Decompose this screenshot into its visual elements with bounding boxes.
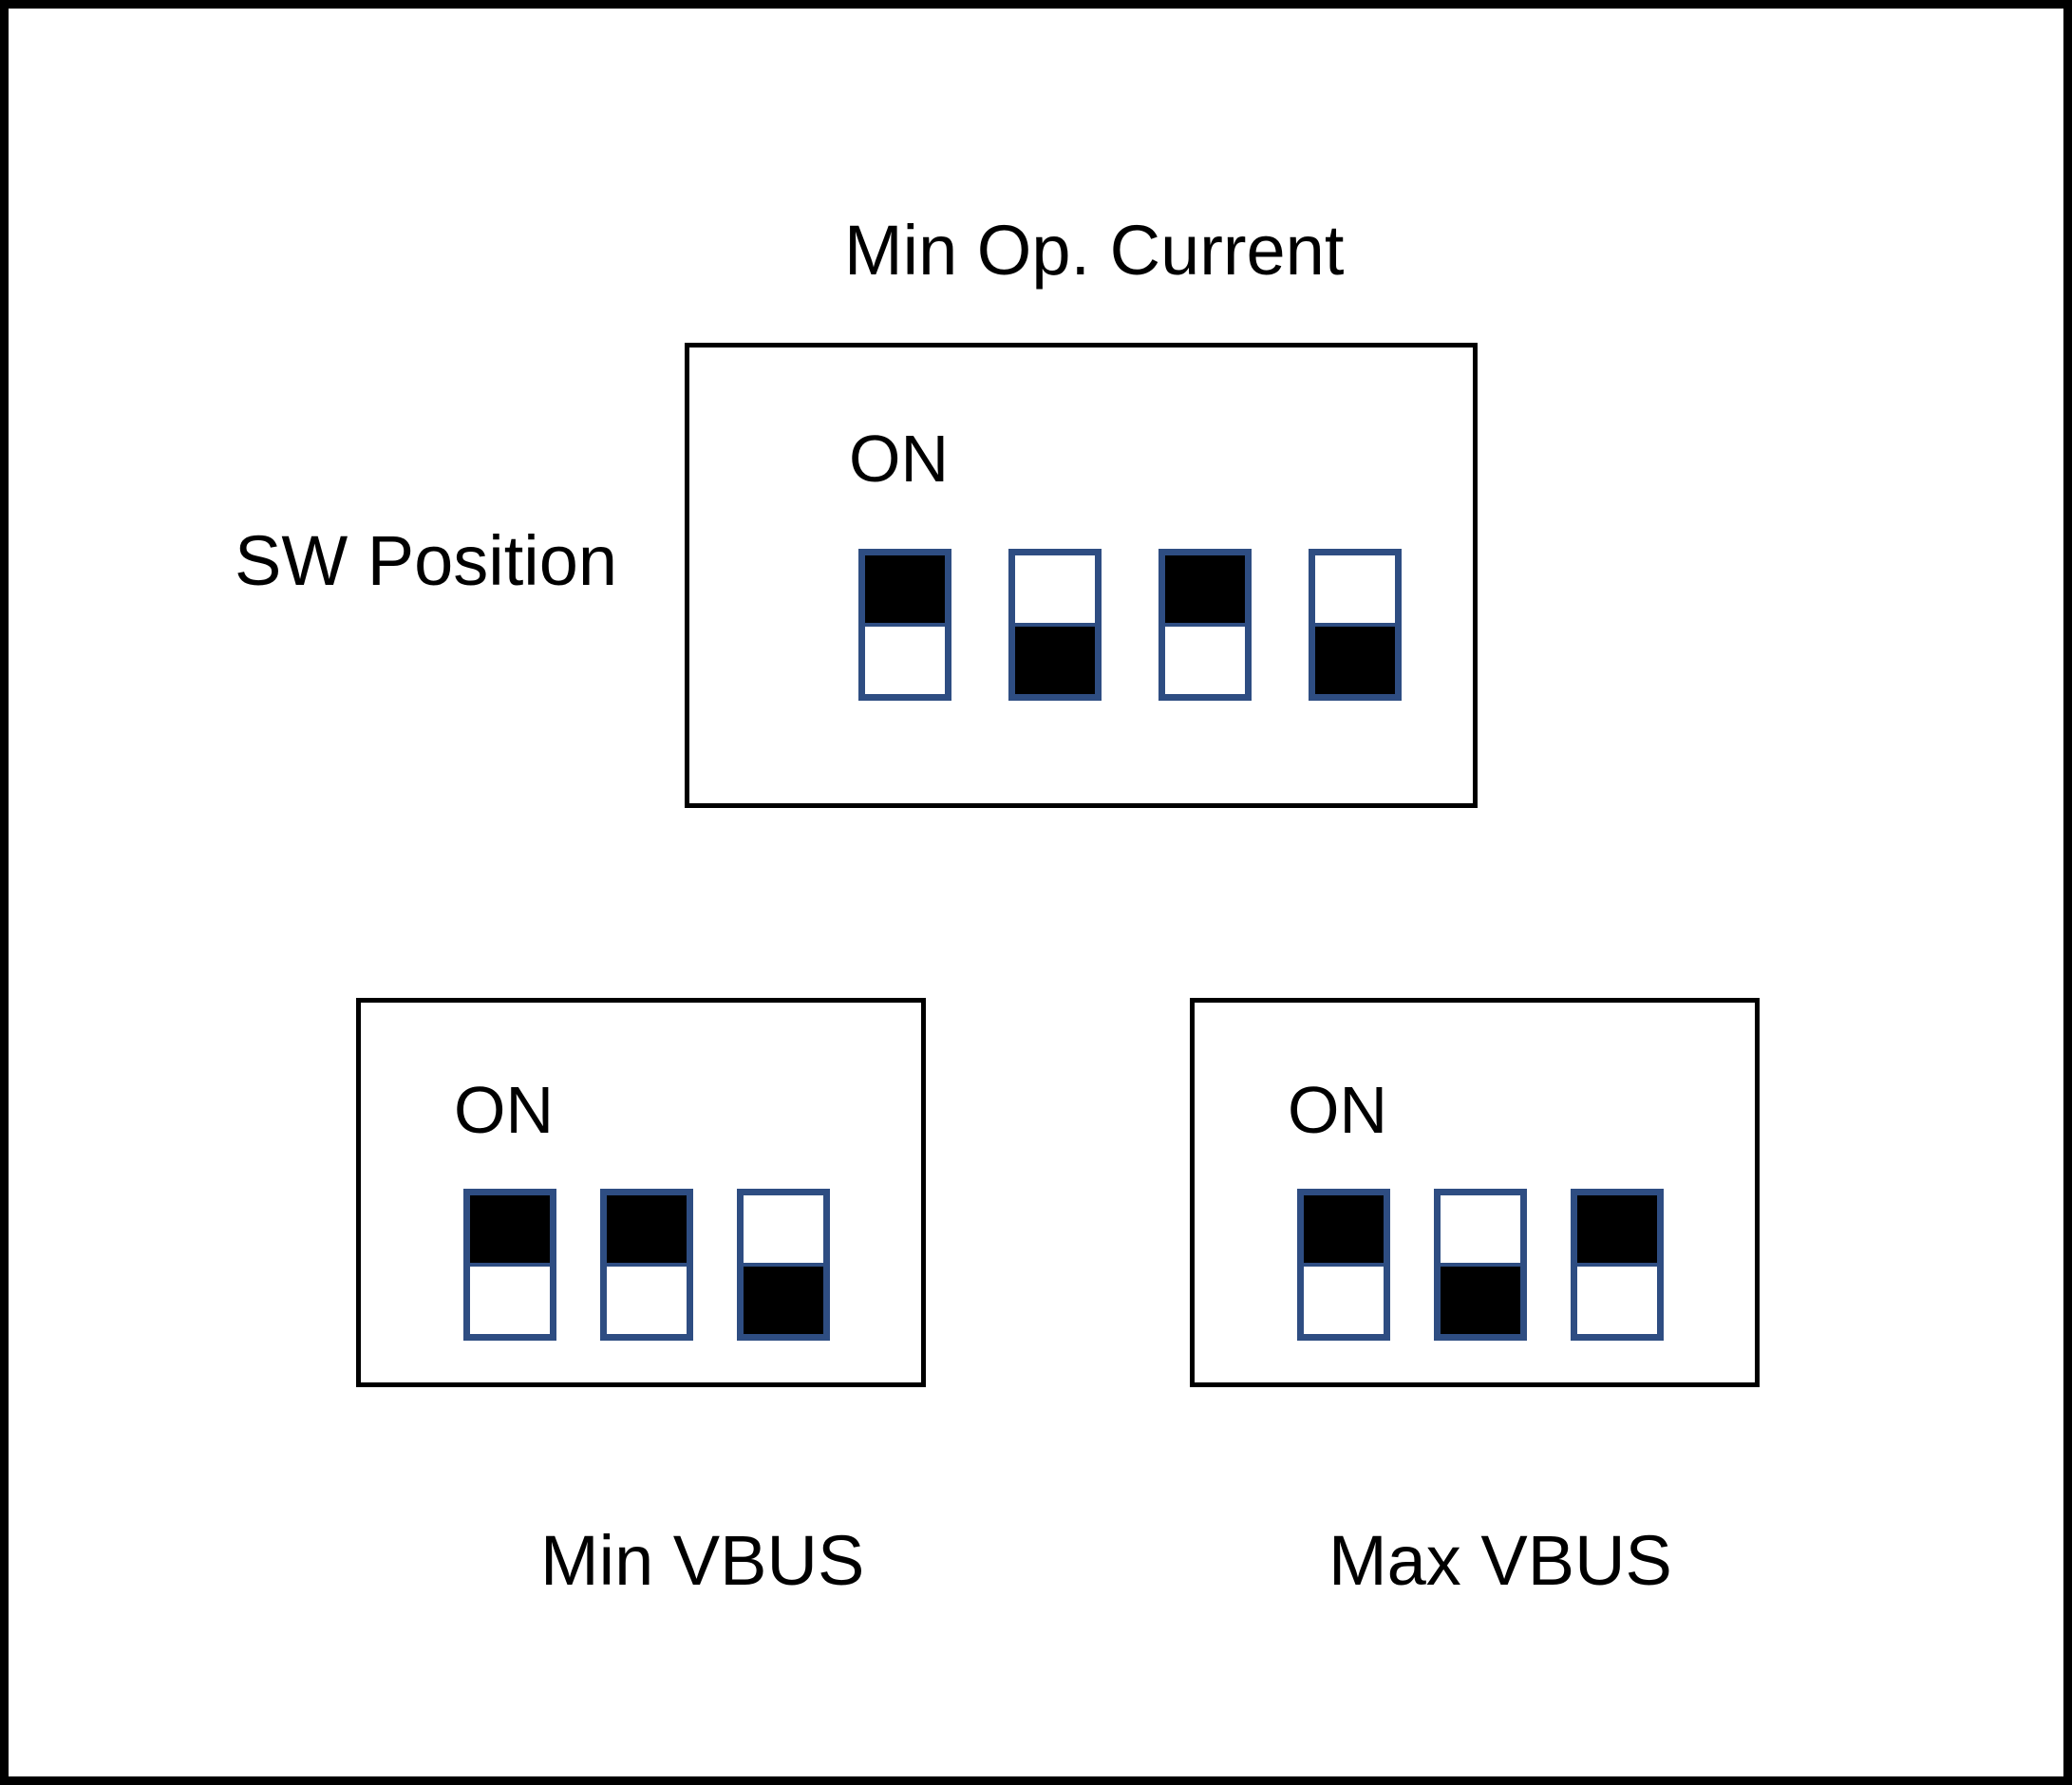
min-vbus-dip-switch-3-top [744,1195,823,1267]
max-vbus-dip-switch-3-bottom [1577,1267,1657,1334]
dip-switch-1-top [865,555,945,627]
max-vbus-dip-switch-2-bottom [1441,1267,1520,1334]
dip-switch-4-bottom [1315,627,1395,694]
min-vbus-dip-switch-2-bottom [607,1267,687,1334]
max-vbus-dip-switch-2[interactable] [1434,1189,1527,1341]
min-vbus-dip-switch-3[interactable] [737,1189,830,1341]
max-vbus-switch-bank[interactable]: ON [1190,998,1760,1387]
max-vbus-dip-switch-2-top [1441,1195,1520,1267]
dip-switch-2[interactable] [1008,549,1102,701]
dip-switch-4-top [1315,555,1395,627]
max-vbus-dip-switch-1-top [1304,1195,1384,1267]
dip-switch-4[interactable] [1309,549,1402,701]
min-vbus-dip-switch-2[interactable] [600,1189,693,1341]
dip-switch-3[interactable] [1158,549,1252,701]
max-vbus-on-label: ON [1288,1073,1387,1147]
max-vbus-caption: Max VBUS [1328,1521,1672,1600]
dip-switch-2-top [1015,555,1095,627]
sw-position-label: SW Position [235,521,618,600]
min-vbus-dip-switch-2-top [607,1195,687,1267]
min-vbus-switch-row [463,1189,830,1341]
max-vbus-dip-switch-1-bottom [1304,1267,1384,1334]
min-vbus-switch-bank[interactable]: ON [356,998,926,1387]
min-vbus-dip-switch-1[interactable] [463,1189,556,1341]
max-vbus-dip-switch-3[interactable] [1571,1189,1664,1341]
min-op-current-title: Min Op. Current [844,211,1345,290]
max-vbus-switch-row [1297,1189,1664,1341]
dip-switch-1[interactable] [858,549,951,701]
min-vbus-on-label: ON [454,1073,554,1147]
dip-switch-3-top [1165,555,1245,627]
min-op-current-switch-row [858,549,1402,701]
max-vbus-dip-switch-3-top [1577,1195,1657,1267]
dip-switch-3-bottom [1165,627,1245,694]
dip-switch-2-bottom [1015,627,1095,694]
max-vbus-dip-switch-1[interactable] [1297,1189,1390,1341]
min-vbus-caption: Min VBUS [540,1521,865,1600]
dip-switch-1-bottom [865,627,945,694]
min-vbus-dip-switch-1-bottom [470,1267,550,1334]
min-op-current-switch-bank[interactable]: ON [685,343,1478,808]
min-op-current-on-label: ON [849,422,949,496]
min-vbus-dip-switch-3-bottom [744,1267,823,1334]
min-vbus-dip-switch-1-top [470,1195,550,1267]
